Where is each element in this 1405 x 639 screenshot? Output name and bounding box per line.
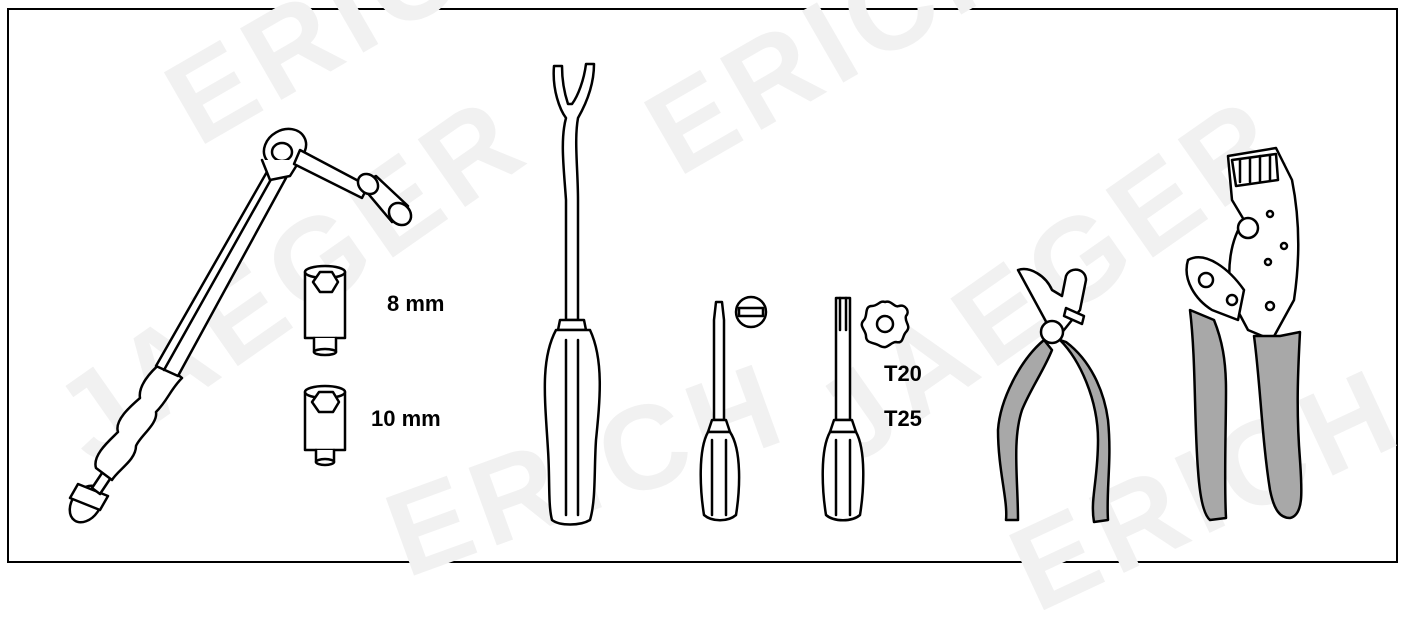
socket-icon xyxy=(303,384,347,467)
socket-icon xyxy=(303,264,347,357)
wire-stripper-icon xyxy=(996,267,1111,524)
trim-clip-remover-icon xyxy=(543,62,602,526)
tools-illustration xyxy=(68,62,1303,526)
slotted-tip-symbol-icon xyxy=(734,295,768,329)
torque-wrench-icon xyxy=(68,127,413,524)
torx-t25-label: T25 xyxy=(884,406,922,431)
flat-screwdriver-icon xyxy=(699,300,741,522)
torx-t20-label: T20 xyxy=(884,361,922,386)
crimping-pliers-icon xyxy=(1185,146,1303,522)
torx-tip-symbol-icon xyxy=(860,300,910,349)
socket-8mm-label: 8 mm xyxy=(387,291,445,316)
torx-screwdriver-icon xyxy=(821,296,865,522)
socket-10mm-label: 10 mm xyxy=(371,406,441,431)
